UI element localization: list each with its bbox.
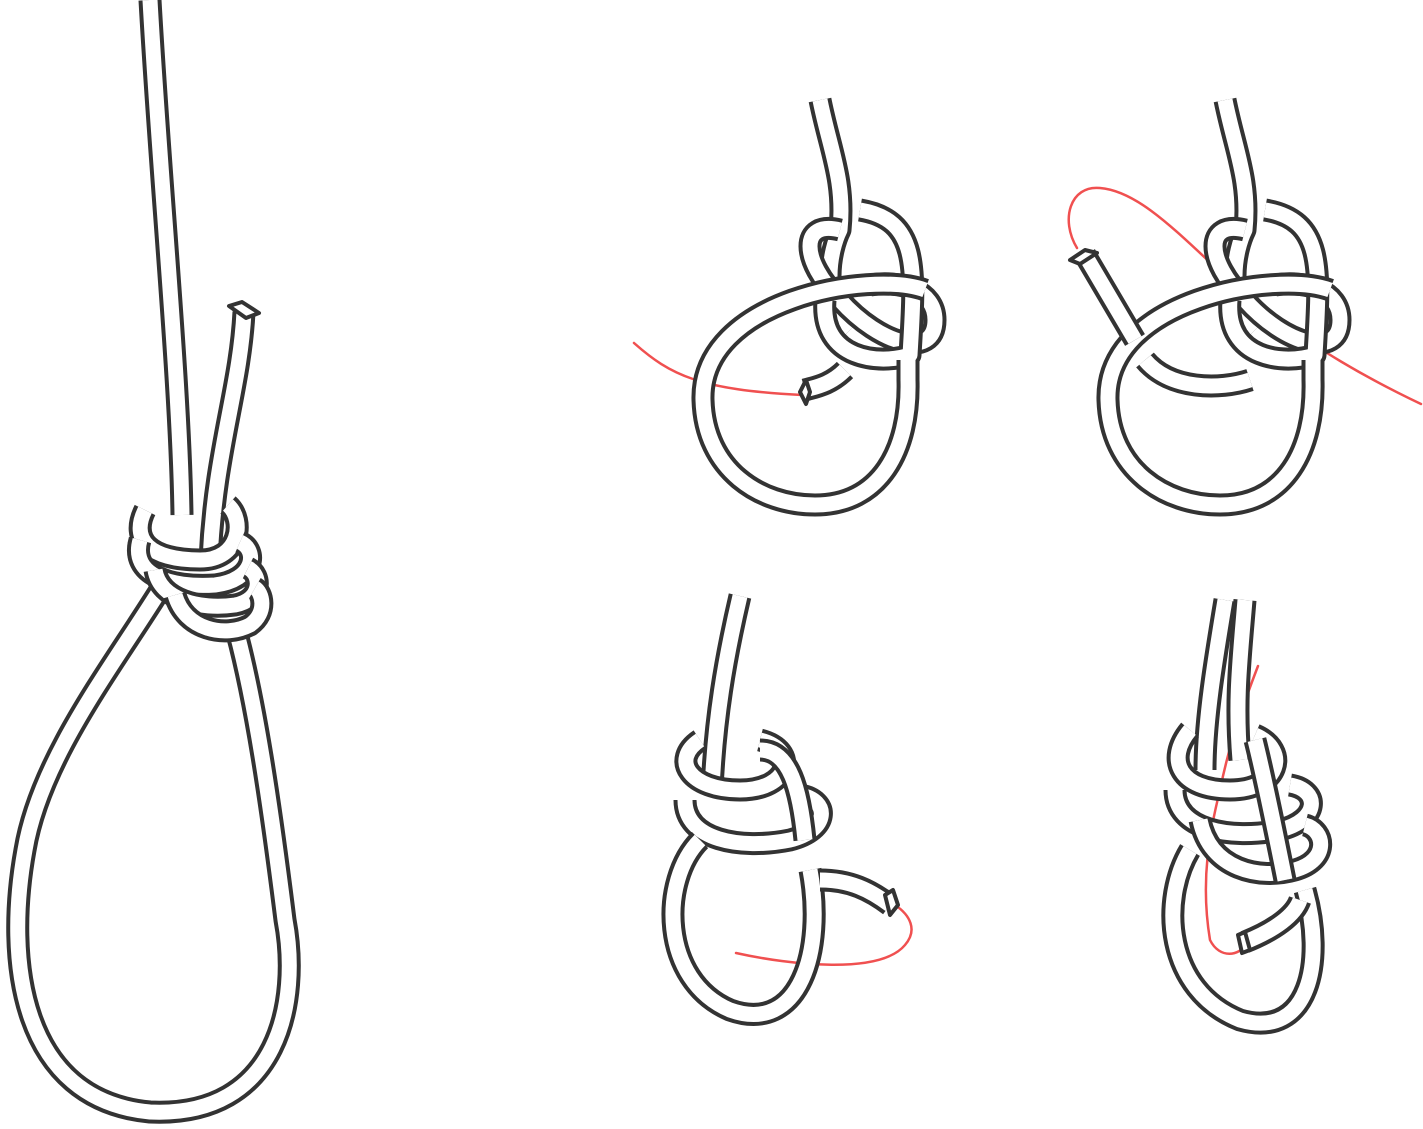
rope-end-cap [227,300,261,320]
finished-knot-illustration [6,0,301,1124]
rope-end-cap [883,888,900,917]
rope-end-cap [1068,248,1099,266]
guide-line [1067,186,1423,406]
step-4-illustration [1161,598,1333,1035]
rope-end-cap [1236,930,1252,955]
guide-line [734,903,913,966]
knot-wraps [127,496,274,643]
step-2-illustration [1067,97,1423,517]
step-3-illustration [661,593,913,1026]
rope-end-cap [798,378,812,406]
step-1-illustration [632,97,947,517]
